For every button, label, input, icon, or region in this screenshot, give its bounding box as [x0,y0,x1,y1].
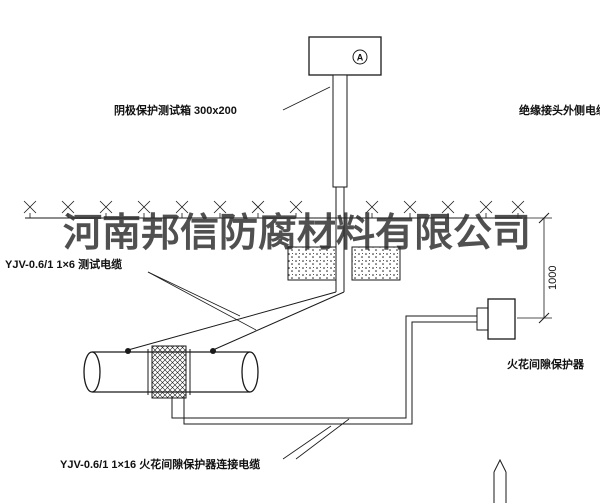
concrete-foundations [287,246,401,281]
company-watermark: 河南邦信防腐材料有限公司 [63,212,531,255]
label-test-cable: YJV-0.6/1 1×6 测试电缆 [5,257,122,271]
insulating-joint [151,345,187,399]
dimension-1000: 1000 [517,212,559,324]
ground-line-group [23,200,525,219]
label-connection-cable: YJV-0.6/1 1×16 火花间隙保护器连接电缆 [60,457,260,471]
pipeline [83,345,259,399]
test-cable-right [212,291,345,351]
foundation-right [351,246,401,281]
protector-stem [476,307,489,331]
leader-connection-cable-1 [282,425,332,460]
connection-cable-2 [183,321,477,425]
test-post-conduit [332,74,348,292]
leader-connection-cable-2 [295,418,350,460]
break-notch [493,458,507,473]
spark-gap-protector [476,298,516,340]
post-upper [332,74,348,188]
meter-symbol-label: A [357,53,364,63]
cable-down-break-symbol [493,458,507,503]
dimension-value: 1000 [547,266,559,290]
pipe-end-right [241,351,259,393]
cable-weld-point-right [210,348,216,354]
label-spark-gap-protector: 火花间隙保护器 [507,357,585,371]
foundation-left [287,246,337,281]
test-cable-left [127,291,337,351]
pipe-end-left [83,351,101,393]
connection-cable-1 [171,315,477,419]
test-box-outline [308,36,382,76]
dim-tick-bottom [538,312,550,324]
protector-connection-cables [171,315,477,425]
meter-circle-icon [352,49,368,65]
dim-tick-top [538,212,550,224]
leader-test-cable-1 [147,271,241,317]
label-test-box: 阴极保护测试箱 300x200 [114,103,237,117]
test-box: A [308,36,382,76]
leader-test-box [282,86,331,111]
label-outer-cable: 绝缘接头外侧电缆 [519,103,600,117]
cable-weld-point-left [125,348,131,354]
leader-test-cable-2 [147,271,257,331]
test-cables [127,291,345,351]
protector-body [487,298,516,340]
